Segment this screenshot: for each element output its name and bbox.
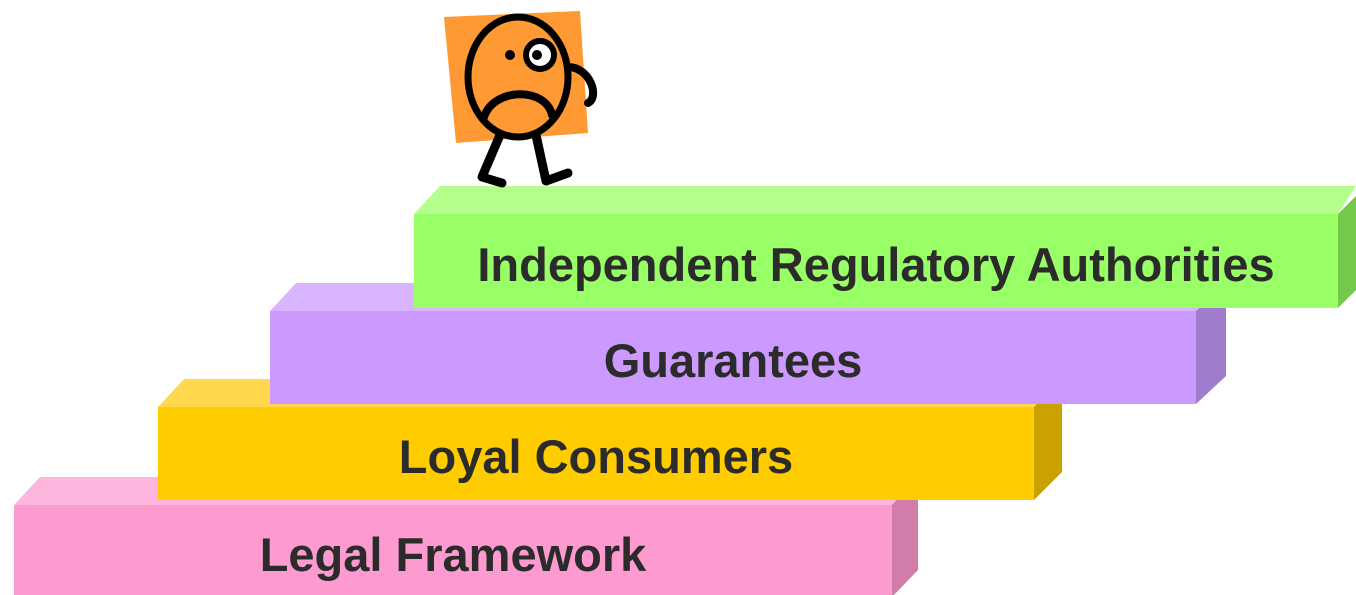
character-arm <box>564 63 598 107</box>
character-head-outline <box>464 13 572 141</box>
character-right-leg <box>531 130 573 186</box>
step-independent-regulatory-authorities <box>414 186 1356 308</box>
step-side-face <box>1034 379 1062 500</box>
character-left-eye <box>505 50 515 60</box>
character-left-leg <box>477 130 507 188</box>
step-label-loyal-consumers: Loyal Consumers <box>398 430 794 483</box>
step-front-face <box>270 311 1196 404</box>
worried-stick-figure-icon <box>444 11 598 188</box>
step-side-face <box>1196 283 1226 404</box>
step-front-face <box>414 214 1338 308</box>
step-front-face <box>14 505 892 595</box>
step-label-legal-framework: Legal Framework <box>259 528 647 581</box>
step-label-guarantees: Guarantees <box>603 334 863 387</box>
step-side-face <box>1338 196 1356 308</box>
character-right-pupil <box>532 50 542 60</box>
step-label-independent-regulatory-authorities: Independent Regulatory Authorities <box>477 238 1275 291</box>
step-side-face <box>892 477 918 595</box>
step-front-face <box>158 407 1034 500</box>
step-top-face <box>414 186 1356 214</box>
character-mouth <box>480 90 556 121</box>
